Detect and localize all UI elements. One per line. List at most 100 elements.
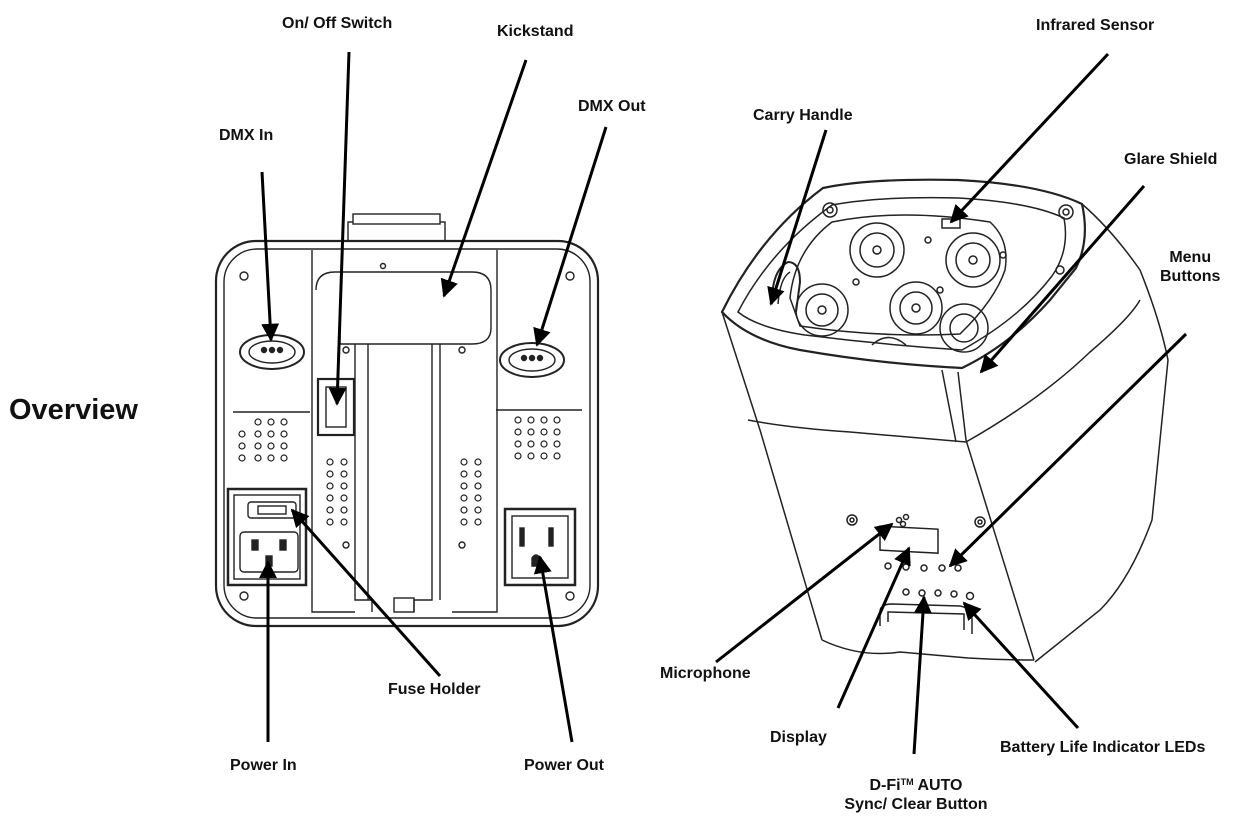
arrow-menu-buttons (948, 332, 1188, 568)
vent-hole (474, 470, 482, 478)
vent-hole (254, 430, 262, 438)
vent-hole (326, 506, 334, 514)
vent-hole (527, 416, 535, 424)
vent-hole (553, 440, 561, 448)
vent-hole (326, 482, 334, 490)
vent-hole (540, 416, 548, 424)
label-glare-shield: Glare Shield (1124, 151, 1218, 168)
vent-hole (267, 454, 275, 462)
vent-hole (514, 440, 522, 448)
vent-hole (553, 428, 561, 436)
vent-hole (514, 416, 522, 424)
arrow-dmx-in (260, 171, 280, 342)
vent-hole (340, 518, 348, 526)
vent-hole (267, 418, 275, 426)
label-battery-leds: Battery Life Indicator LEDs (1000, 739, 1206, 756)
label-power-out: Power Out (524, 757, 605, 774)
arrow-fuse-holder (290, 508, 442, 677)
vent-hole (460, 470, 468, 478)
vent-hole (238, 430, 246, 438)
label-dfi-button: D-FiTM AUTO Sync/ Clear Button (836, 776, 996, 814)
label-power-in: Power In (230, 757, 297, 774)
dmx-out-connector (499, 342, 565, 378)
arrow-display (836, 546, 911, 709)
vent-hole (527, 440, 535, 448)
label-infrared-sensor: Infrared Sensor (1036, 17, 1155, 34)
label-dfi-line1: D-FiTM AUTO (836, 776, 996, 795)
label-dfi-prefix: D-Fi (869, 777, 901, 794)
vent-hole (540, 452, 548, 460)
vent-hole (254, 418, 262, 426)
carry-handle (771, 260, 802, 313)
vent-hole (460, 482, 468, 490)
vent-hole (514, 428, 522, 436)
vent-hole (460, 506, 468, 514)
vent-hole (474, 458, 482, 466)
vent-hole (326, 458, 334, 466)
label-carry-handle: Carry Handle (753, 107, 853, 124)
vent-hole (340, 458, 348, 466)
leader-arrows (259, 51, 1188, 755)
label-menu-buttons-line2: Buttons (1160, 268, 1221, 286)
vent-hole (238, 454, 246, 462)
vent-hole (460, 494, 468, 502)
vent-hole (460, 458, 468, 466)
front-view (720, 178, 1169, 663)
vent-hole (340, 482, 348, 490)
vent-hole (340, 494, 348, 502)
vent-hole (254, 442, 262, 450)
power-out-outlet (503, 507, 577, 587)
led-array (795, 222, 1001, 353)
vent-hole (474, 494, 482, 502)
page-title: Overview (9, 394, 138, 426)
label-dfi-suffix: AUTO (913, 777, 963, 794)
arrow-carry-handle (767, 129, 828, 306)
vent-hole (340, 470, 348, 478)
vent-hole (527, 428, 535, 436)
vent-hole (527, 452, 535, 460)
label-fuse-holder: Fuse Holder (388, 681, 481, 698)
vent-hole (280, 430, 288, 438)
vent-hole (474, 506, 482, 514)
label-dmx-out: DMX Out (578, 98, 646, 115)
menu-buttons (884, 562, 962, 572)
arrow-dfi-button (912, 595, 932, 755)
vent-hole (238, 442, 246, 450)
vent-hole (280, 418, 288, 426)
vent-hole (474, 518, 482, 526)
label-dfi-tm: TM (900, 777, 914, 787)
label-sync-clear-button: Sync/ Clear Button (844, 796, 988, 814)
battery-leds (902, 588, 975, 601)
vent-hole (540, 428, 548, 436)
vent-holes (238, 416, 561, 526)
vent-hole (340, 506, 348, 514)
arrow-kickstand (440, 59, 528, 298)
label-dmx-in: DMX In (219, 127, 274, 144)
vent-hole (267, 430, 275, 438)
arrow-infrared-sensor (949, 52, 1110, 224)
vent-hole (280, 454, 288, 462)
vent-hole (254, 454, 262, 462)
vent-hole (553, 416, 561, 424)
label-kickstand: Kickstand (497, 23, 574, 40)
vent-hole (326, 470, 334, 478)
vent-hole (474, 482, 482, 490)
arrow-power-out (533, 555, 574, 743)
vent-hole (553, 452, 561, 460)
vent-hole (280, 442, 288, 450)
vent-hole (540, 440, 548, 448)
arrow-dmx-out (533, 126, 608, 347)
label-menu-buttons-line1: Menu (1169, 249, 1212, 266)
label-on-off-switch: On/ Off Switch (282, 15, 393, 32)
arrow-glare-shield (979, 185, 1146, 374)
arrow-battery-leds (962, 601, 1080, 730)
vent-hole (460, 518, 468, 526)
vent-hole (326, 494, 334, 502)
label-microphone: Microphone (660, 665, 751, 682)
label-display: Display (770, 729, 827, 746)
glare-shield (747, 299, 1141, 443)
arrow-microphone (715, 522, 894, 664)
vent-hole (514, 452, 522, 460)
